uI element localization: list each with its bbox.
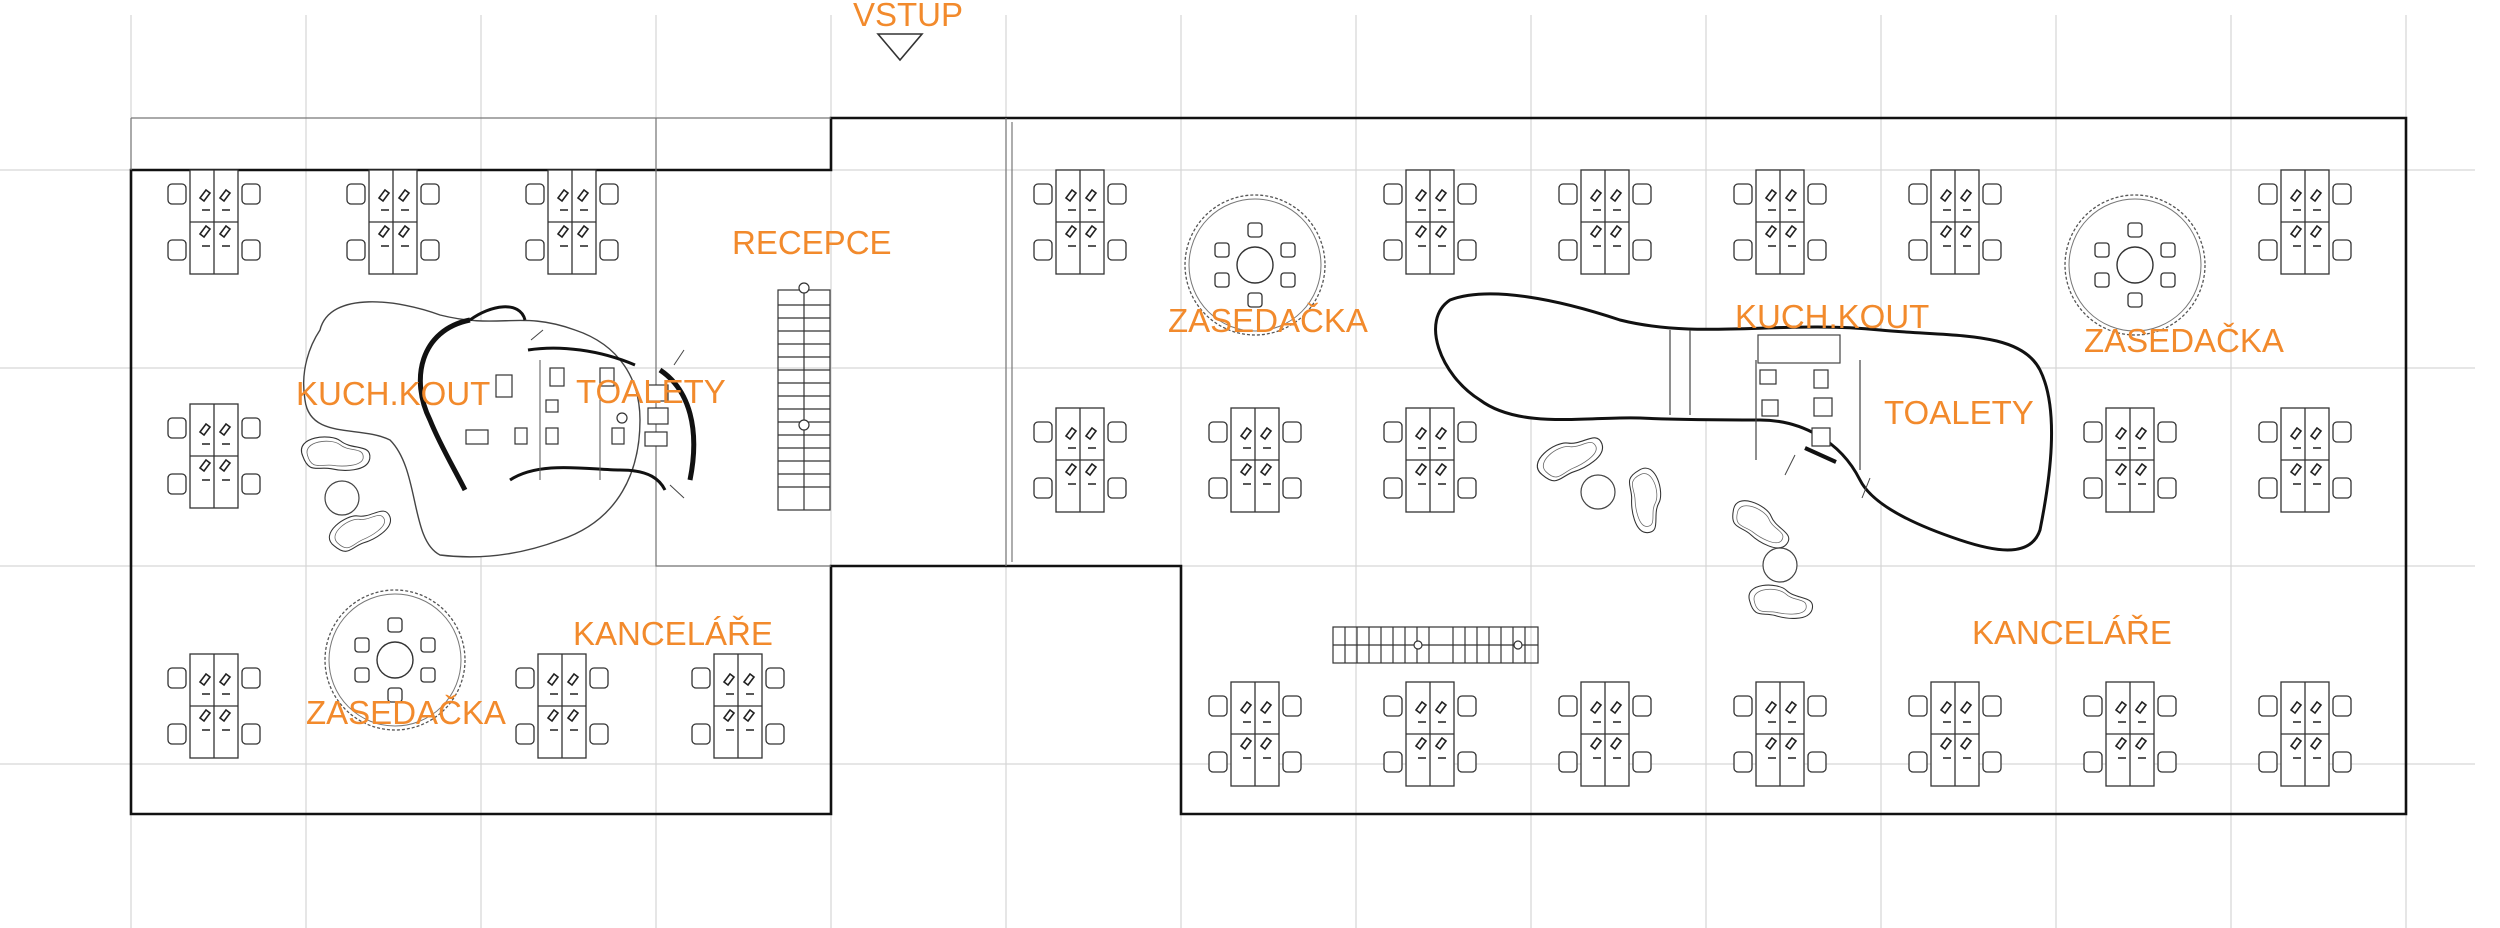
label-meeting-center: ZASEDAČKA — [1168, 302, 1368, 339]
label-kitchen-left: KUCH.KOUT — [296, 375, 490, 412]
label-reception: RECEPCE — [732, 224, 892, 261]
reception-stairs — [777, 282, 831, 511]
label-entrance: VSTUP — [853, 0, 963, 33]
right-core — [1434, 292, 2053, 552]
lounge-left — [298, 428, 396, 563]
central-stairs — [1332, 626, 1539, 664]
label-toilets-left: TOALETY — [576, 373, 726, 410]
label-meeting-right: ZASEDAČKA — [2084, 322, 2284, 359]
lounge-right — [1531, 419, 1815, 623]
entrance-marker — [876, 33, 924, 62]
left-core — [303, 301, 697, 558]
label-offices-left: KANCELÁŘE — [573, 615, 773, 652]
label-meeting-left: ZASEDAČKA — [306, 694, 506, 731]
meeting-table-right — [2064, 194, 2206, 336]
label-offices-right: KANCELÁŘE — [1972, 614, 2172, 651]
label-kitchen-right: KUCH.KOUT — [1735, 298, 1929, 335]
building-walls — [129, 116, 2408, 816]
label-toilets-right: TOALETY — [1884, 394, 2034, 431]
